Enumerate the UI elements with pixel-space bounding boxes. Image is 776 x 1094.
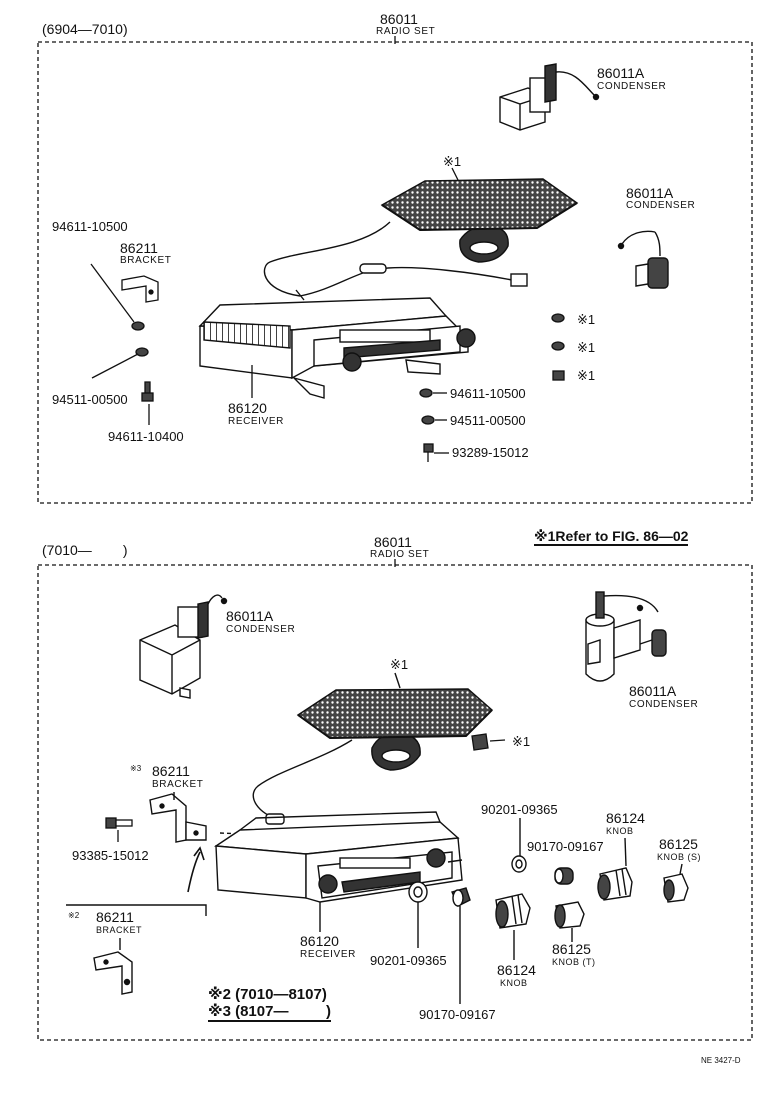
bottom-knob-t-number: 86125 (552, 941, 591, 957)
top-left-small-parts (90, 263, 253, 425)
top-ref-mark-2: ※1 (577, 340, 596, 355)
bottom-condenser-right-drawing (585, 591, 667, 682)
top-receiver-name: RECEIVER (228, 416, 284, 427)
bottom-wires (219, 739, 353, 836)
top-set-number: 86011 (380, 11, 418, 27)
bottom-bracket-3-drawing (149, 792, 207, 843)
top-panel-frame (37, 36, 753, 504)
bottom-insert-arrow (187, 846, 205, 893)
bottom-set-number: 86011 (374, 534, 412, 550)
top-speaker-drawing (380, 178, 579, 263)
top-condenser-a-name: CONDENSER (597, 81, 667, 92)
top-receiver-drawing (198, 297, 476, 399)
bottom-nut-top-number: 90170-09167 (527, 839, 604, 854)
bottom-bracket-2-number: 86211 (96, 909, 134, 925)
bottom-bracket-2-mark: ※2 (68, 911, 80, 920)
top-bolt-left-number: 94611-10400 (108, 429, 184, 444)
bottom-knob-s-number: 86125 (659, 836, 698, 852)
bottom-bracket-3-name: BRACKET (152, 779, 204, 790)
bottom-bracket-2-inset (66, 904, 207, 995)
top-condenser-b-name: CONDENSER (626, 200, 696, 211)
bottom-nut-bottom-number: 90170-09167 (419, 1007, 496, 1022)
bottom-speaker-drawing (296, 672, 494, 771)
bottom-knob-bottom-name: KNOB (500, 978, 528, 988)
bottom-bracket-3-mark: ※3 (130, 764, 142, 773)
top-ref-mark-1: ※1 (577, 312, 596, 327)
bottom-grommet-drawing (471, 733, 506, 751)
bottom-knob-s-name: KNOB (S) (657, 852, 702, 862)
bottom-receiver-name: RECEIVER (300, 949, 356, 960)
top-speaker-mark: ※1 (443, 154, 462, 169)
top-bracket-number: 86211 (120, 240, 158, 256)
top-right-nut-number: 94511-00500 (450, 413, 526, 428)
bottom-speaker-mark: ※1 (390, 657, 409, 672)
top-period-label: (6904—7010) (42, 21, 128, 37)
top-set-name: RADIO SET (376, 26, 436, 37)
bottom-knob-top-name: KNOB (606, 826, 634, 836)
top-nut-left-number: 94511-00500 (52, 392, 128, 407)
bottom-knob-bottom-number: 86124 (497, 962, 536, 978)
top-condenser-b-number: 86011A (626, 185, 674, 201)
bottom-panel-frame (37, 559, 753, 1041)
bottom-knob-t-name: KNOB (T) (552, 957, 596, 967)
bottom-legend-3: ※3 (8107— ) (208, 1003, 331, 1022)
bottom-condenser-right-number: 86011A (629, 683, 677, 699)
top-wires (263, 221, 528, 301)
bottom-set-name: RADIO SET (370, 549, 430, 560)
top-bracket-screw-number: 94611-10500 (52, 219, 128, 234)
bottom-legend-2: ※2 (7010—8107) (208, 986, 327, 1003)
bottom-grommet-mark: ※1 (512, 734, 531, 749)
reference-note: ※1Refer to FIG. 86—02 (534, 528, 689, 546)
bottom-period-label: (7010— ) (42, 542, 128, 558)
bottom-screw-number: 93385-15012 (72, 848, 149, 863)
bottom-screw-drawing (105, 817, 133, 842)
figure-code: NE 3427-D (701, 1056, 741, 1065)
top-ref-mark-3: ※1 (577, 368, 596, 383)
top-condenser-b-drawing (617, 230, 669, 289)
bottom-bracket-2-name: BRACKET (96, 925, 143, 935)
top-condenser-a-number: 86011A (597, 65, 645, 81)
top-bracket-name: BRACKET (120, 255, 172, 266)
top-right-bolt-number: 93289-15012 (452, 445, 529, 460)
bottom-receiver-drawing (213, 811, 463, 932)
bottom-condenser-left-name: CONDENSER (226, 624, 296, 635)
top-right-screw-number: 94611-10500 (450, 386, 526, 401)
bottom-bracket-3-number: 86211 (152, 763, 190, 779)
bottom-receiver-number: 86120 (300, 933, 339, 949)
bottom-condenser-left-drawing (139, 594, 228, 699)
top-right-small-parts (419, 167, 565, 462)
bottom-condenser-right-name: CONDENSER (629, 699, 699, 710)
bottom-small-parts (408, 818, 689, 1004)
bottom-condenser-left-number: 86011A (226, 608, 274, 624)
bottom-washer-top-number: 90201-09365 (481, 802, 558, 817)
bottom-washer-bottom-number: 90201-09365 (370, 953, 447, 968)
top-condenser-a-drawing (499, 63, 600, 131)
bottom-knob-top-number: 86124 (606, 810, 645, 826)
top-receiver-number: 86120 (228, 400, 267, 416)
